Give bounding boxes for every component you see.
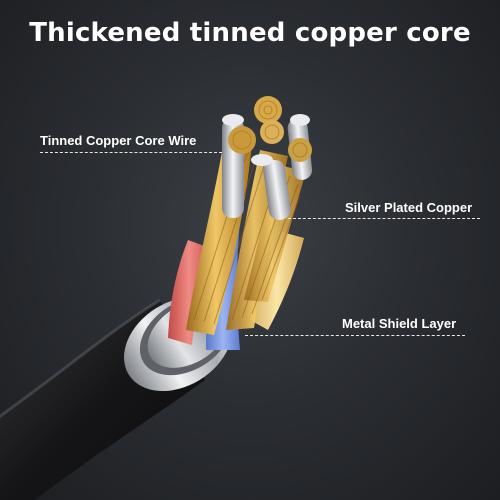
headline-title: Thickened tinned copper core [29,18,471,48]
callout-silver-plated-copper: Silver Plated Copper [345,200,473,215]
callout-line-silver-plated [288,218,480,219]
callout-line-metal-shield [245,335,465,336]
inner-wires [168,96,313,350]
callout-metal-shield-layer: Metal Shield Layer [342,316,457,331]
callout-tinned-copper-core-wire: Tinned Copper Core Wire [40,133,197,148]
callout-line-tinned-core [40,152,222,153]
